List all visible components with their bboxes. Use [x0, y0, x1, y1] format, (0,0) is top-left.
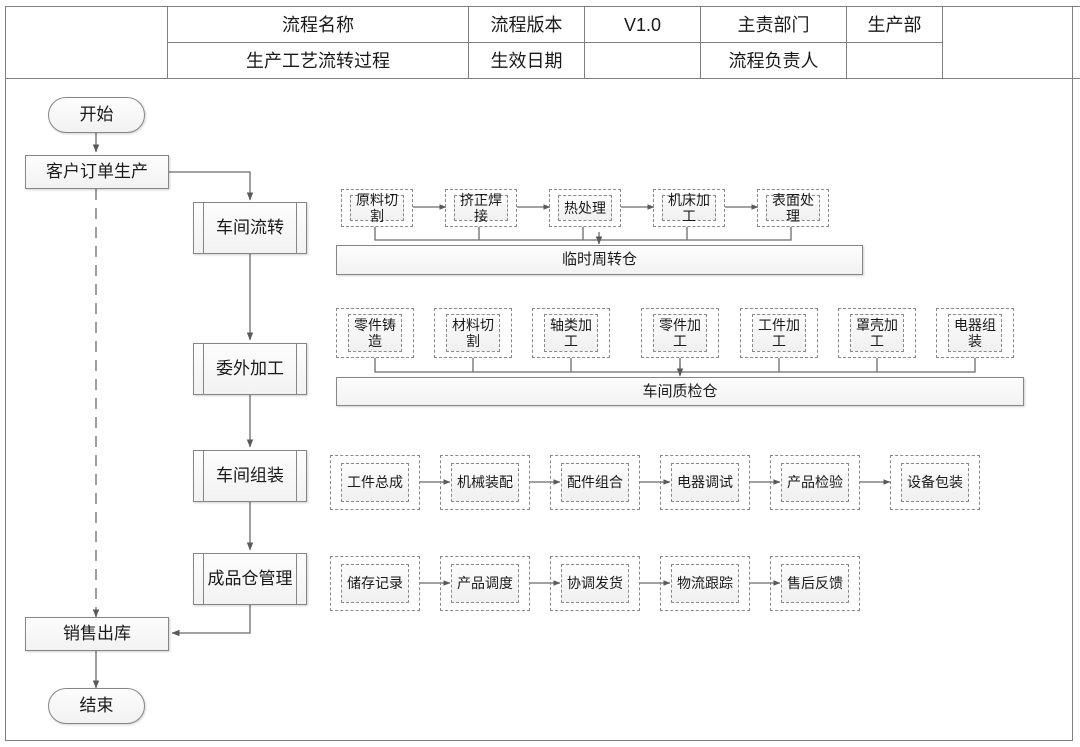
header-cell-effective-date-value — [584, 42, 701, 79]
header-cell-process-owner-label: 流程负责人 — [700, 42, 847, 79]
header-cell-version-label: 流程版本 — [468, 6, 585, 43]
task-accessory-combination[interactable]: 配件组合 — [550, 455, 640, 510]
node-end[interactable]: 结束 — [48, 688, 145, 724]
header-cell-process-name-label: 流程名称 — [167, 6, 469, 43]
task-cover-shell-processing[interactable]: 罩壳加工 — [838, 308, 916, 358]
task-parts-processing[interactable]: 零件加工 — [641, 308, 719, 358]
task-label: 热处理 — [557, 194, 613, 222]
header-cell-owner-dept-label: 主责部门 — [700, 6, 847, 43]
node-sales-outbound[interactable]: 销售出库 — [25, 617, 169, 651]
task-heat-treatment[interactable]: 热处理 — [549, 189, 621, 227]
stage-finished-goods-management[interactable]: 成品仓管理 — [193, 553, 307, 605]
stage-workshop-assembly[interactable]: 车间组装 — [193, 450, 307, 502]
task-product-inspection[interactable]: 产品检验 — [770, 455, 860, 510]
store-workshop-inspection-warehouse[interactable]: 车间质检仓 — [336, 377, 1024, 406]
task-surface-treatment[interactable]: 表面处理 — [757, 189, 829, 227]
task-label: 配件组合 — [560, 462, 630, 503]
task-label: 协调发货 — [560, 563, 630, 604]
task-equipment-packaging[interactable]: 设备包装 — [890, 455, 980, 510]
task-part-casting[interactable]: 零件铸造 — [336, 308, 414, 358]
task-label: 工件加工 — [751, 313, 807, 353]
task-label: 材料切割 — [445, 313, 501, 353]
node-customer-order[interactable]: 客户订单生产 — [25, 155, 169, 189]
header-cell-version-value: V1.0 — [584, 6, 701, 43]
stage-workshop-transfer[interactable]: 车间流转 — [193, 202, 307, 254]
task-label: 罩壳加工 — [849, 313, 905, 353]
header-row-2: 生产工艺流转过程 生效日期 流程负责人 — [6, 42, 1080, 79]
task-label: 机械装配 — [450, 462, 520, 503]
task-label: 电器调试 — [670, 462, 740, 503]
header-cell-process-owner-value — [846, 42, 943, 79]
task-label: 设备包装 — [900, 462, 970, 503]
task-machine-tool-processing[interactable]: 机床加工 — [653, 189, 725, 227]
task-label: 售后反馈 — [780, 563, 850, 604]
task-workpiece-assembly-total[interactable]: 工件总成 — [330, 455, 420, 510]
task-label: 原料切割 — [349, 192, 405, 224]
header-cell-process-name-value: 生产工艺流转过程 — [167, 42, 469, 79]
header-cell-effective-date-label: 生效日期 — [468, 42, 585, 79]
task-raw-material-cutting[interactable]: 原料切割 — [341, 189, 413, 227]
task-workpiece-processing[interactable]: 工件加工 — [740, 308, 818, 358]
task-logistics-tracking[interactable]: 物流跟踪 — [660, 556, 750, 611]
task-label: 零件加工 — [652, 313, 708, 353]
task-label: 产品检验 — [780, 462, 850, 503]
task-label: 电器组装 — [947, 313, 1003, 353]
task-label: 挤正焊接 — [453, 192, 509, 224]
task-label: 表面处理 — [765, 192, 821, 224]
process-header-table: 流程名称 流程版本 V1.0 主责部门 生产部 生产工艺流转过程 生效日期 流程… — [5, 6, 1080, 79]
task-electrical-assembly[interactable]: 电器组装 — [936, 308, 1014, 358]
task-material-cutting[interactable]: 材料切割 — [434, 308, 512, 358]
task-shaft-processing[interactable]: 轴类加工 — [532, 308, 610, 358]
store-temporary-turnover-warehouse[interactable]: 临时周转仓 — [336, 245, 863, 275]
task-straighten-welding[interactable]: 挤正焊接 — [445, 189, 517, 227]
task-storage-record[interactable]: 储存记录 — [330, 556, 420, 611]
task-label: 储存记录 — [340, 563, 410, 604]
task-after-sales-feedback[interactable]: 售后反馈 — [770, 556, 860, 611]
task-product-scheduling[interactable]: 产品调度 — [440, 556, 530, 611]
task-electrical-commissioning[interactable]: 电器调试 — [660, 455, 750, 510]
header-cell-spacer-left — [5, 6, 168, 79]
task-label: 工件总成 — [340, 462, 410, 503]
header-row-1: 流程名称 流程版本 V1.0 主责部门 生产部 — [5, 6, 1080, 79]
node-start[interactable]: 开始 — [48, 97, 145, 133]
task-label: 物流跟踪 — [670, 563, 740, 604]
header-cell-owner-dept-value: 生产部 — [846, 6, 943, 43]
stage-outsourced-processing[interactable]: 委外加工 — [193, 343, 307, 395]
task-label: 轴类加工 — [543, 313, 599, 353]
task-coordinate-shipment[interactable]: 协调发货 — [550, 556, 640, 611]
task-label: 机床加工 — [661, 192, 717, 224]
task-label: 产品调度 — [450, 563, 520, 604]
task-mechanical-assembly[interactable]: 机械装配 — [440, 455, 530, 510]
task-label: 零件铸造 — [347, 313, 403, 353]
header-cell-spacer-right — [942, 6, 1080, 79]
